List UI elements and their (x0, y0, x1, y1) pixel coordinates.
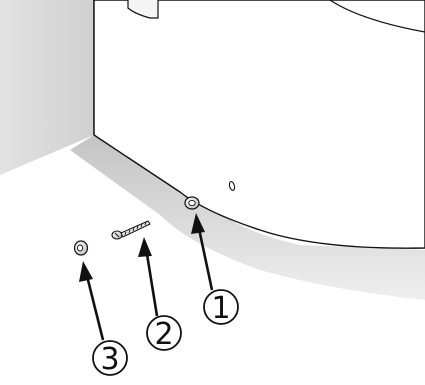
arrow-icon (138, 237, 159, 317)
callout-2: 2 (146, 315, 182, 352)
plug-icon (73, 240, 89, 256)
appliance-body (93, 0, 425, 249)
arrow-icon (191, 213, 214, 291)
callout-1-label: 1 (211, 291, 230, 326)
plug-icon (184, 196, 200, 210)
arrow-icon (79, 261, 105, 341)
callout-3-label: 3 (100, 342, 119, 377)
screw-icon (111, 220, 151, 240)
callout-2-label: 2 (154, 317, 173, 352)
mounting-hole-icon (228, 181, 236, 191)
callout-1: 1 (203, 289, 239, 326)
callout-3: 3 (92, 340, 128, 377)
